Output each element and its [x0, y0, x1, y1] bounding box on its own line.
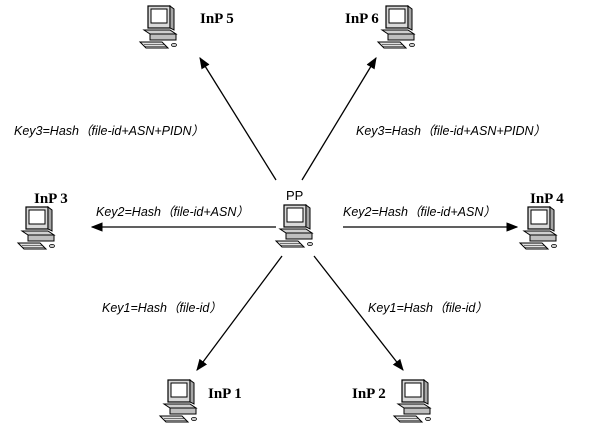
- pp-label: PP: [286, 188, 303, 203]
- edge-to-inp2: [313, 255, 404, 371]
- edge-label-inp1: Key1=Hash（file-id）: [102, 301, 222, 315]
- inp2-node: InP 2: [352, 379, 432, 423]
- inp2-label: InP 2: [352, 386, 386, 402]
- inp5-node: InP 5: [139, 5, 234, 49]
- edge-label-inp3: Key2=Hash（file-id+ASN）: [96, 205, 249, 219]
- inp4-node: InP 4: [519, 191, 564, 250]
- edges: [90, 56, 519, 371]
- edge-to-inp6: [301, 56, 377, 181]
- inp1-label: InP 1: [208, 386, 242, 402]
- inp4-label: InP 4: [530, 191, 564, 207]
- inp5-label: InP 5: [200, 11, 234, 27]
- inp3-node: InP 3: [17, 191, 68, 250]
- edge-label-inp5: Key3=Hash（file-id+ASN+PIDN）: [14, 124, 204, 138]
- edge-label-inp6: Key3=Hash（file-id+ASN+PIDN）: [356, 124, 546, 138]
- edge-label-inp4: Key2=Hash（file-id+ASN）: [343, 205, 496, 219]
- inp1-node: InP 1: [159, 379, 242, 423]
- edge-label-inp2: Key1=Hash（file-id）: [368, 301, 488, 315]
- inp6-node: InP 6: [345, 5, 416, 49]
- edge-to-inp1: [196, 255, 283, 371]
- inp6-label: InP 6: [345, 11, 379, 27]
- inp3-label: InP 3: [34, 191, 68, 207]
- pp-node: PP: [275, 188, 314, 248]
- edge-to-inp5: [199, 57, 277, 181]
